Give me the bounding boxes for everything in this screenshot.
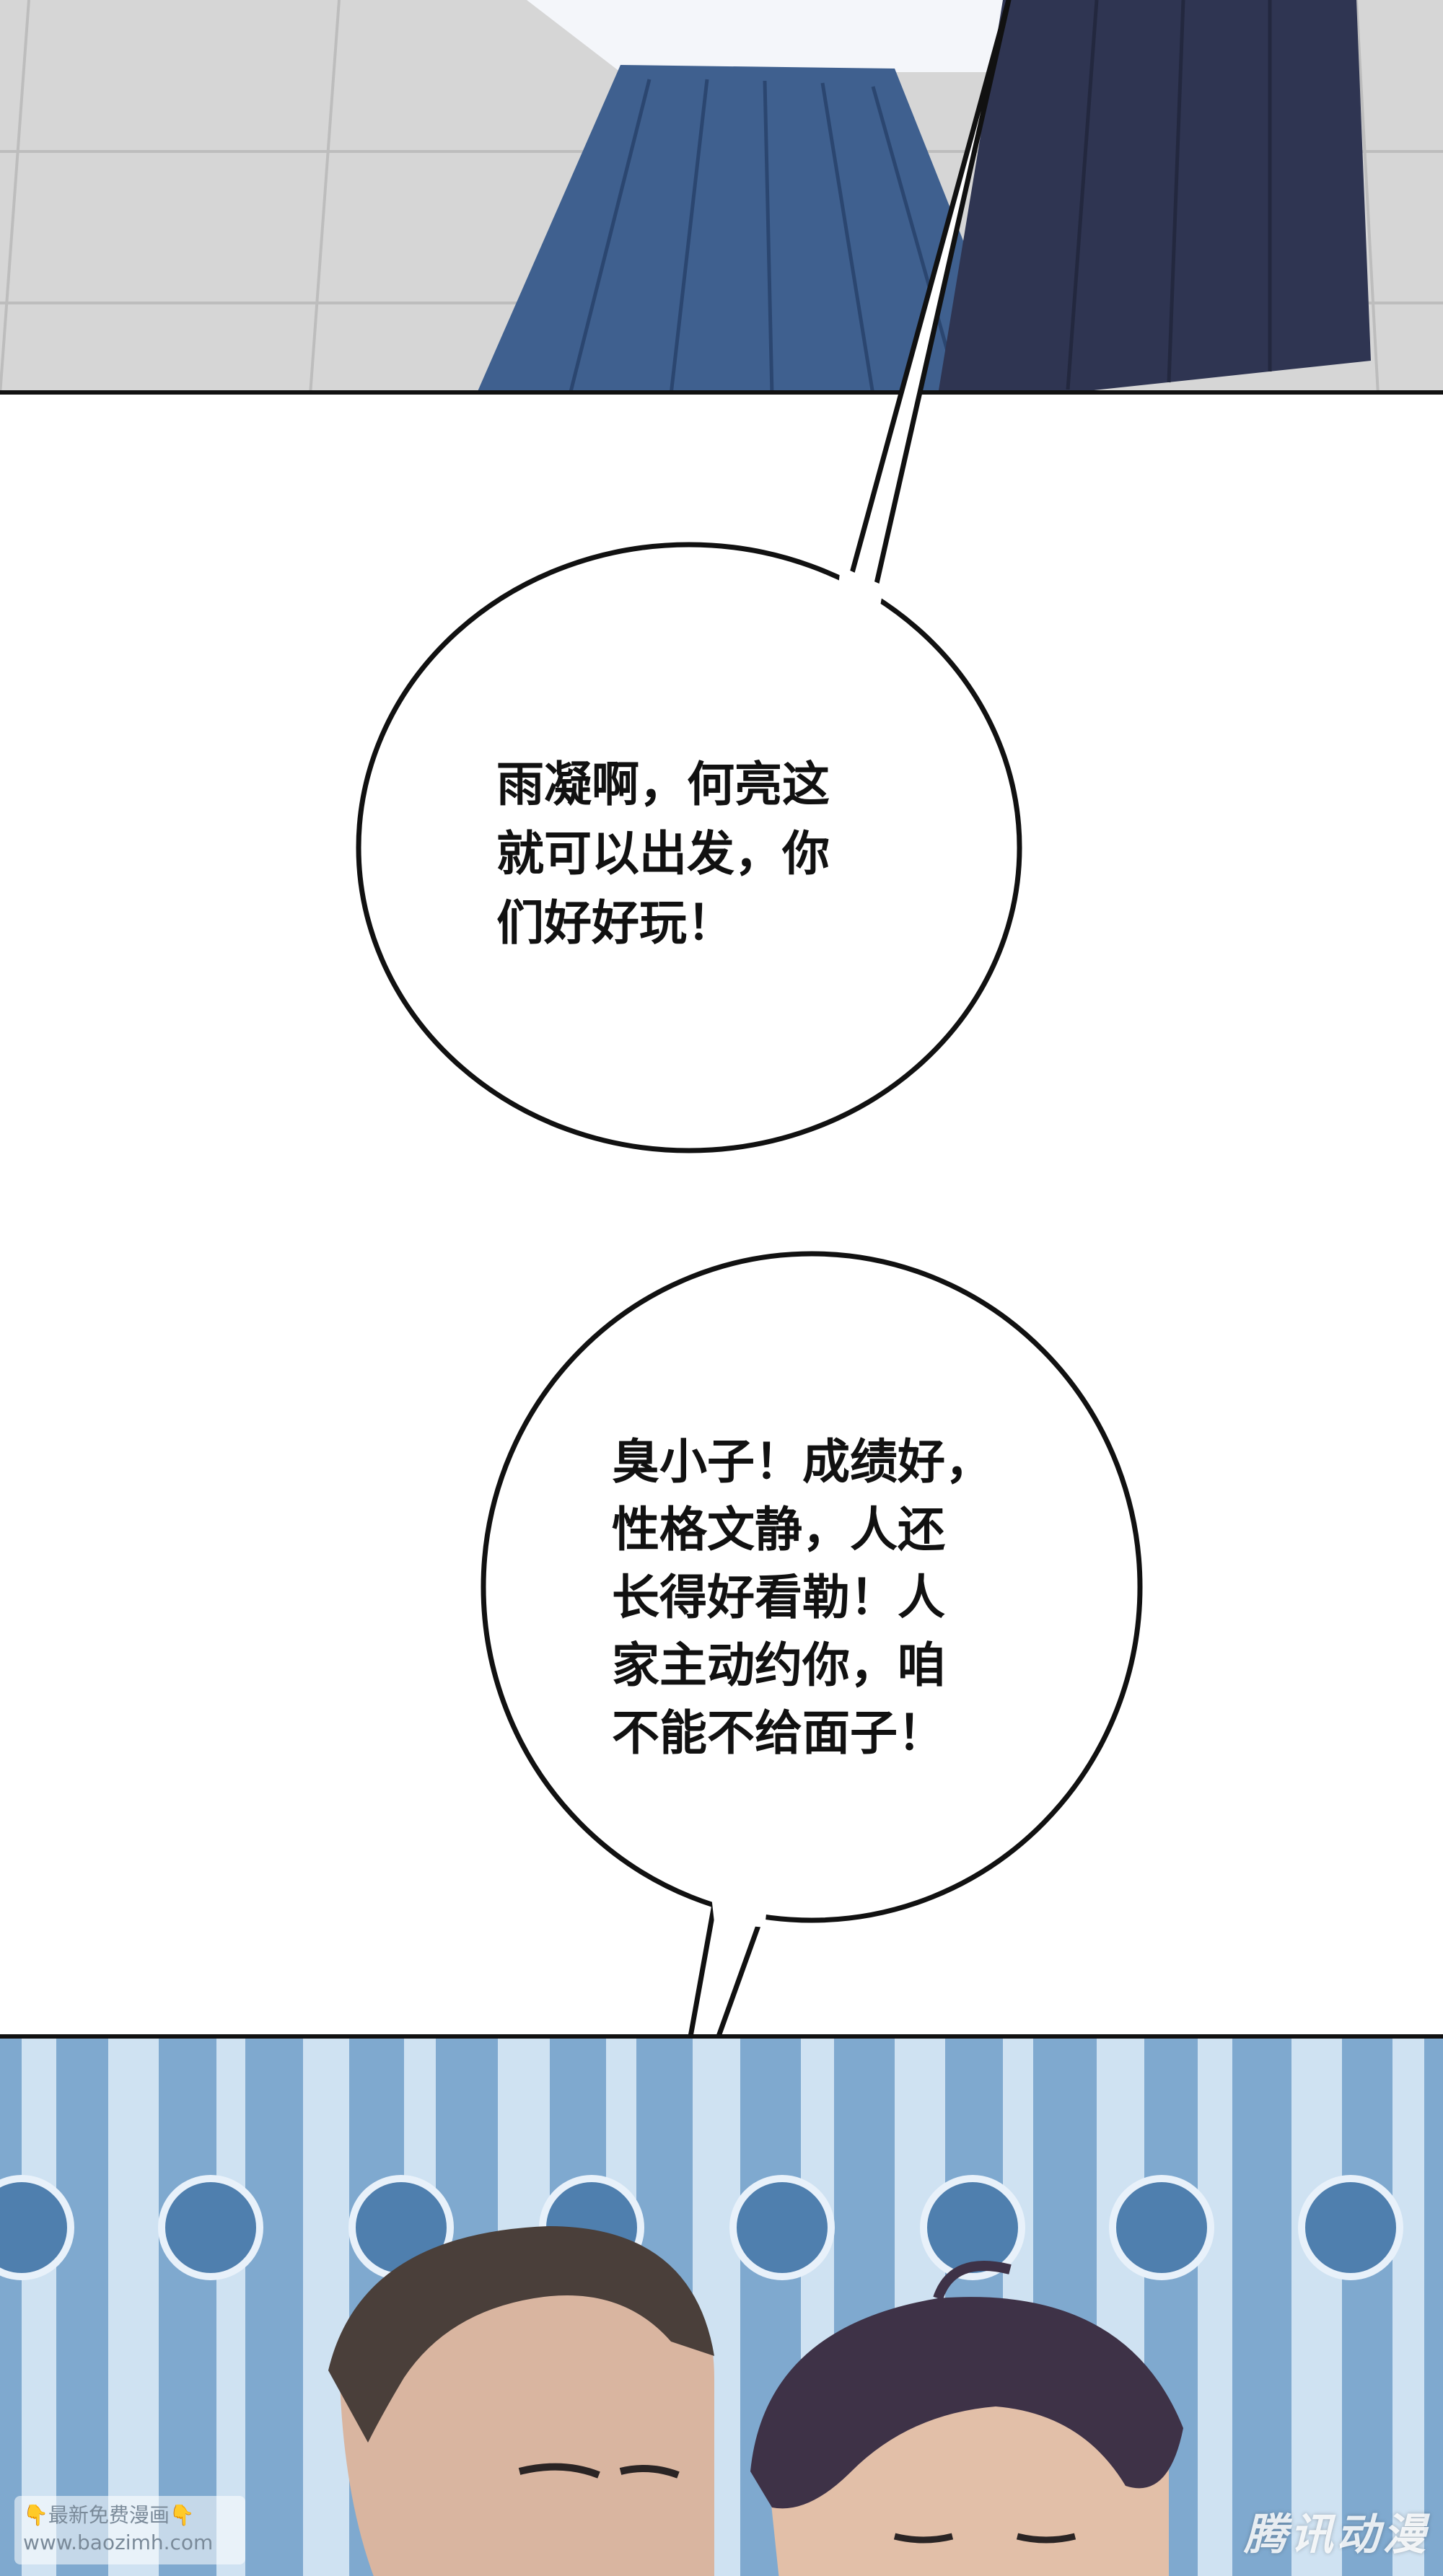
watermark-line-2: www.baozimh.com [23,2531,214,2554]
watermark-line-1: 👇最新免费漫画👇 [23,2503,195,2527]
schoolgirl-illustration [0,0,1443,390]
characters-illustration [0,2039,1443,2576]
publisher-logo: 腾讯动漫 [1244,2510,1429,2560]
speech-bubble-1 [356,0,1022,1153]
bottom-panel-scene [0,2034,1443,2576]
speech-bubble-1-text: 雨凝啊，何亮这 就可以出发，你 们好好玩！ [496,757,830,951]
speech-bubble-2-text: 臭小子！成绩好， 性格文静，人还 长得好看勒！人 家主动约你，咱 不能不给面子！ [612,1434,993,1761]
top-panel-scene [0,0,1443,395]
site-watermark: 👇最新免费漫画👇 www.baozimh.com [14,2496,245,2564]
